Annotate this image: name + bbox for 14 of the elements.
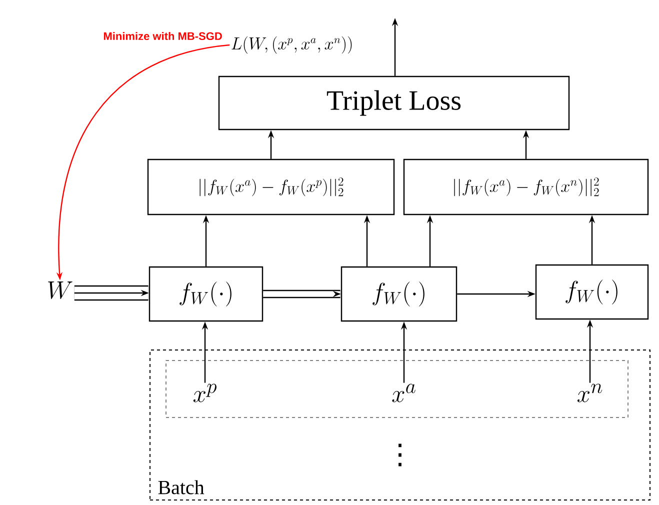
function-box: $f_W(\cdot)$	[535, 264, 649, 320]
function-box: $f_W(\cdot)$	[148, 266, 264, 322]
formula-label: $x^n$	[577, 384, 602, 402]
edge-label: Minimize with MB-SGD	[104, 32, 222, 40]
ellipsis: ⋮	[398, 444, 402, 466]
formula-label: $L(W,(x^p,x^a,x^n))$	[232, 36, 352, 54]
distance-box: $||f_W(x^a)-f_W(x^p)||_2^2$	[147, 158, 395, 216]
formula-label: $x^a$	[392, 384, 416, 402]
distance-box: $||f_W(x^a)-f_W(x^n)||_2^2$	[403, 158, 649, 216]
formula-label: $x^p$	[193, 384, 216, 402]
formula-label: $W$	[48, 282, 72, 299]
function-box: $f_W(\cdot)$	[340, 266, 458, 322]
dashed-box	[166, 360, 628, 418]
loss-box: Triplet Loss	[218, 76, 570, 130]
